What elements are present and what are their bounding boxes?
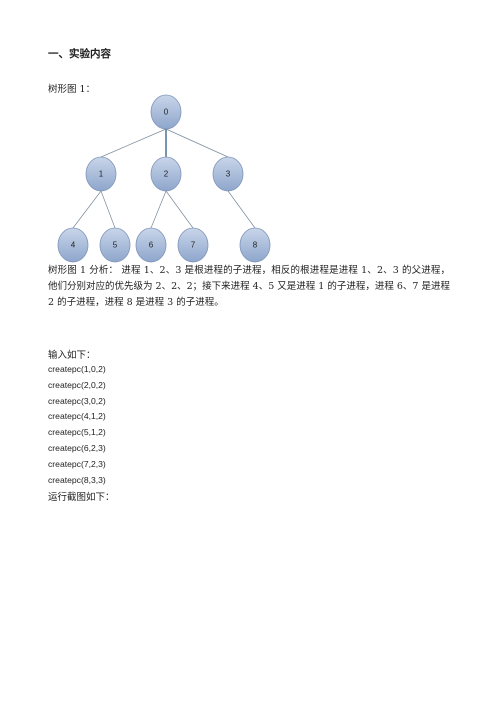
tree-edge	[227, 190, 256, 229]
tree-node-circle	[212, 156, 244, 192]
command-list: createpc(1,0,2) createpc(2,0,2) createpc…	[48, 362, 106, 488]
tree-edge	[100, 128, 167, 158]
tree-node-label: 3	[226, 170, 231, 179]
tree-node: 2	[150, 156, 182, 192]
tree-node-label: 5	[113, 241, 118, 250]
tree-analysis-paragraph: 树形图 1 分析： 进程 1、2、3 是根进程的子进程，相反的根进程是进程 1、…	[48, 265, 450, 308]
command-line: createpc(3,0,2)	[48, 395, 106, 406]
tree-node-circle	[177, 227, 209, 263]
tree-node-label: 1	[99, 170, 104, 179]
tree-node-circle	[99, 227, 131, 263]
tree-node: 4	[57, 227, 89, 263]
command-line: createpc(5,1,2)	[48, 427, 106, 438]
tree-node: 1	[85, 156, 117, 192]
command-line: createpc(1,0,2)	[48, 364, 106, 374]
command-line: createpc(6,2,3)	[48, 442, 106, 453]
tree-node-label: 8	[253, 241, 258, 250]
tree-edge	[165, 190, 194, 229]
tree-node: 8	[239, 227, 271, 263]
tree-node-label: 0	[164, 108, 169, 117]
section-heading: 一、实验内容	[48, 48, 111, 60]
tree-node: 6	[135, 227, 167, 263]
tree-node-label: 7	[191, 241, 196, 250]
tree-node-label: 4	[71, 241, 76, 250]
tree-node-circle	[57, 227, 89, 263]
tree-node-circle	[135, 227, 167, 263]
tree-edge	[165, 128, 229, 158]
tree-node-circle	[239, 227, 271, 263]
tree-node-circle	[85, 156, 117, 192]
tree-node: 7	[177, 227, 209, 263]
tree-node: 0	[150, 94, 182, 130]
command-line: createpc(2,0,2)	[48, 379, 106, 390]
tree-node-circle	[150, 94, 182, 130]
tree-node: 5	[99, 227, 131, 263]
screenshot-title: 运行截图如下：	[48, 492, 115, 503]
command-line: createpc(8,3,3)	[48, 474, 106, 485]
command-line: createpc(7,2,3)	[48, 458, 106, 469]
tree-node-circle	[150, 156, 182, 192]
tree-edge	[150, 190, 167, 229]
tree-edge	[72, 190, 102, 229]
command-line: createpc(4,1,2)	[48, 411, 106, 422]
tree-node-label: 2	[164, 170, 169, 179]
input-title: 输入如下：	[48, 350, 96, 361]
tree-caption: 树形图 1：	[48, 84, 96, 95]
tree-node-label: 6	[149, 241, 154, 250]
tree-edge	[100, 190, 116, 229]
tree-node: 3	[212, 156, 244, 192]
